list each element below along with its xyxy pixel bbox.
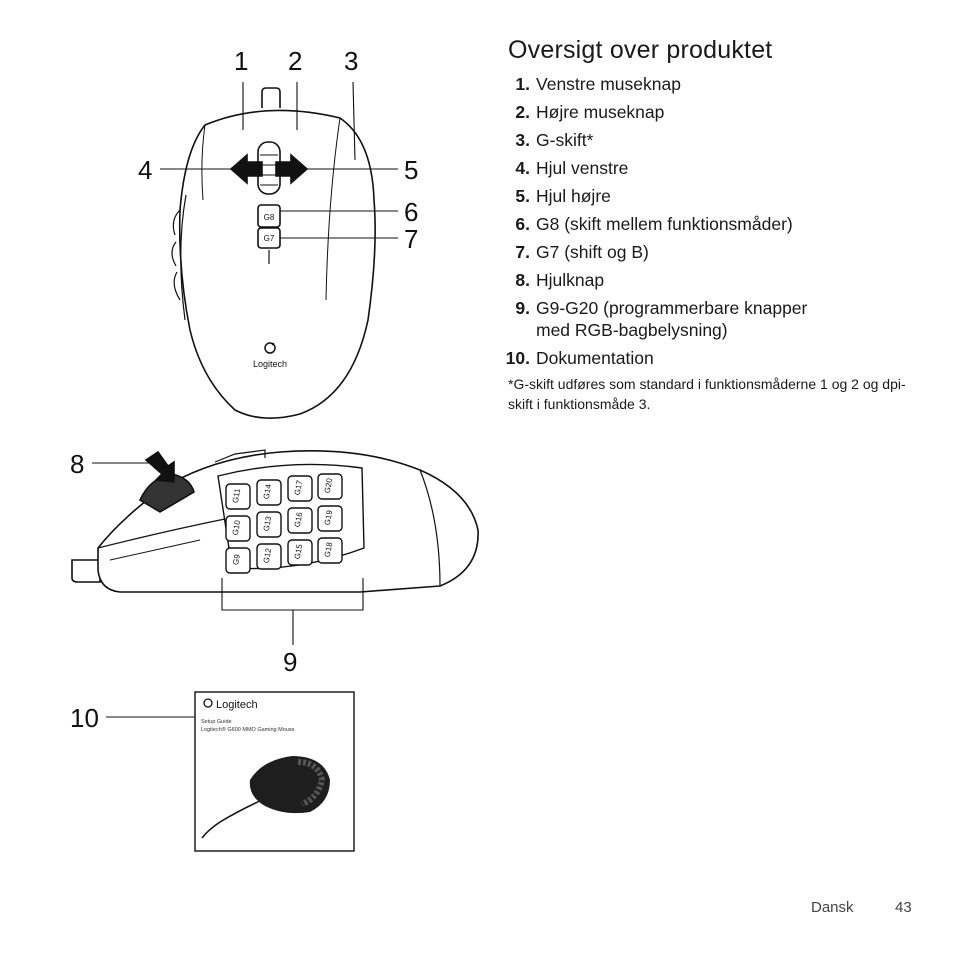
guide-mouse-cable — [201, 799, 263, 839]
callout-6: 6 — [404, 197, 419, 227]
callout-3: 3 — [344, 46, 359, 76]
footer-language: Dansk — [811, 899, 854, 916]
side-button-g19: G19 — [317, 505, 343, 532]
list-item: 5.Hjul højre — [515, 186, 611, 206]
feature-list: 1.Venstre museknap 2.Højre museknap 3.G-… — [500, 70, 808, 372]
setup-guide — [194, 691, 355, 852]
list-item: 4.Hjul venstre — [515, 158, 629, 178]
list-item: 8.Hjulknap — [515, 270, 605, 290]
side-button-label: G16 — [293, 511, 305, 528]
side-button-label: G12 — [262, 547, 274, 564]
page-number: 43 — [895, 899, 912, 916]
wheel-click-arrow — [144, 450, 175, 483]
side-button-label: G11 — [231, 487, 242, 503]
callout-2: 2 — [288, 46, 303, 76]
callout-4: 4 — [138, 155, 153, 185]
guide-logitech-icon — [203, 698, 213, 708]
mouse-top-logo-text: Logitech — [253, 359, 287, 369]
side-button-g15: G15 — [287, 539, 313, 566]
wheel-right-arrow — [275, 153, 309, 185]
wheel-left-arrow — [229, 153, 263, 185]
callout-1: 1 — [234, 46, 249, 76]
list-item: 10.Dokumentation — [505, 348, 654, 368]
mouse-top-g7-label: G7 — [264, 234, 275, 243]
callout-5: 5 — [404, 155, 419, 185]
side-button-g18: G18 — [317, 537, 343, 564]
side-button-g16: G16 — [287, 507, 313, 534]
callout-7: 7 — [404, 224, 419, 254]
side-button-label: G19 — [323, 509, 335, 526]
side-button-label: G15 — [293, 543, 305, 560]
list-item: 7.G7 (shift og B) — [515, 242, 649, 262]
side-button-g11: G11 — [225, 483, 251, 510]
side-callout-lines — [92, 462, 364, 718]
guide-title-line2: Logitech® G600 MMO Gaming Mouse — [201, 726, 295, 733]
side-button-label: G18 — [323, 541, 335, 558]
top-callout-lines — [160, 81, 398, 239]
list-item: 2.Højre museknap — [515, 102, 665, 122]
g8-button — [257, 204, 281, 228]
side-button-g20: G20 — [317, 473, 343, 500]
side-button-g17: G17 — [287, 475, 313, 502]
mouse-top-g8-label: G8 — [264, 213, 275, 222]
side-button-g9: G9 — [225, 547, 251, 574]
side-button-label: G20 — [323, 477, 335, 494]
list-item: 6.G8 (skift mellem funktionsmåder) — [515, 214, 793, 234]
logitech-g-icon — [264, 342, 276, 354]
page-title: Oversigt over produktet — [508, 36, 773, 64]
callout-10: 10 — [70, 703, 99, 733]
side-button-g12: G12 — [256, 543, 282, 570]
list-item: 1.Venstre museknap — [515, 74, 681, 94]
callout-8: 8 — [70, 449, 85, 479]
side-button-label: G9 — [231, 553, 242, 566]
mouse-top-view — [171, 87, 376, 419]
callout-9: 9 — [283, 647, 298, 677]
side-button-g13: G13 — [256, 511, 282, 538]
side-button-label: G13 — [262, 515, 274, 532]
guide-title-line1: Setup Guide — [201, 719, 232, 725]
side-button-g14: G14 — [256, 479, 282, 506]
guide-logo-text: Logitech — [216, 699, 258, 711]
side-button-label: G17 — [293, 479, 305, 496]
side-button-g10: G10 — [225, 515, 251, 542]
footnote: *G-skift udføres som standard i funktion… — [508, 376, 906, 412]
side-button-label: G10 — [231, 519, 243, 536]
side-button-label: G14 — [262, 483, 274, 500]
list-item: 3.G-skift* — [515, 130, 594, 150]
